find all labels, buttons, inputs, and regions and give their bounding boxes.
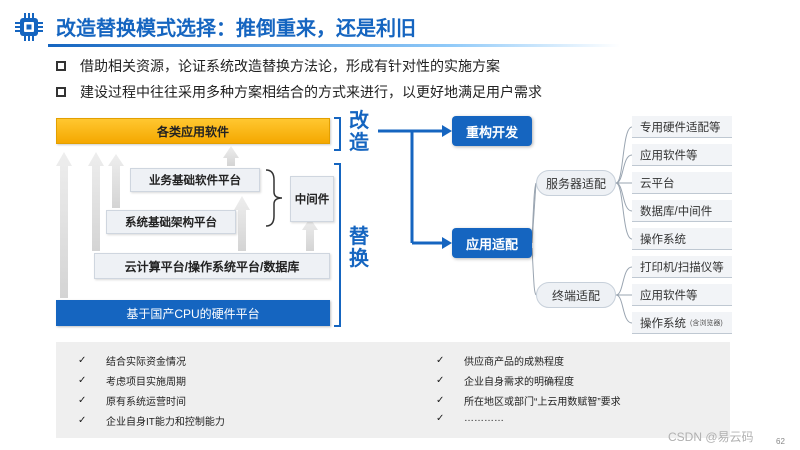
page-number: 62 bbox=[776, 437, 785, 446]
bullet-item: 建设过程中往往采用多种方案相结合的方式来进行，以更好地满足用户需求 bbox=[56, 82, 542, 102]
bullet-item: 借助相关资源，论证系统改造替换方法论，形成有针对性的实施方案 bbox=[56, 56, 500, 76]
factor-text: 考虑项目实施周期 bbox=[106, 377, 186, 388]
check-icon: ✓ bbox=[436, 395, 445, 406]
factor-text: 结合实际资金情况 bbox=[106, 357, 186, 368]
terminal-leaf-text: 操作系统 bbox=[640, 317, 686, 330]
factor-panel bbox=[56, 342, 730, 438]
rebuild-node: 重构开发 bbox=[452, 116, 532, 146]
cloud-os-db-layer: 云计算平台/操作系统平台/数据库 bbox=[94, 253, 330, 279]
factor-text: 企业自身需求的明确程度 bbox=[464, 377, 574, 388]
factor-text: ………… bbox=[464, 413, 504, 424]
transform-label: 改 造 bbox=[348, 110, 370, 154]
adapt-node: 应用适配 bbox=[452, 228, 532, 258]
factor-item: ✓ 所在地区或部门“上云用数赋智”要求 bbox=[436, 393, 621, 408]
check-icon: ✓ bbox=[78, 395, 87, 406]
factor-text: 企业自身IT能力和控制能力 bbox=[106, 417, 225, 428]
chip-icon bbox=[15, 13, 43, 41]
server-leaf: 云平台 bbox=[632, 172, 732, 194]
replace-label-char: 替 bbox=[349, 226, 369, 248]
check-icon: ✓ bbox=[78, 415, 87, 426]
factor-item: ✓ 考虑项目实施周期 bbox=[78, 373, 186, 388]
factor-item: ✓ 企业自身需求的明确程度 bbox=[436, 373, 574, 388]
server-leaf: 操作系统 bbox=[632, 228, 732, 250]
bullet-text: 借助相关资源，论证系统改造替换方法论，形成有针对性的实施方案 bbox=[80, 58, 500, 74]
factor-text: 原有系统运营时间 bbox=[106, 397, 186, 408]
factor-item: ✓ 企业自身IT能力和控制能力 bbox=[78, 413, 225, 428]
server-leaf: 应用软件等 bbox=[632, 144, 732, 166]
square-bullet-icon bbox=[56, 61, 66, 71]
factor-text: 所在地区或部门“上云用数赋智”要求 bbox=[464, 397, 621, 408]
server-adapt-node: 服务器适配 bbox=[536, 170, 616, 196]
terminal-leaf: 操作系统 (含浏览器) bbox=[632, 312, 732, 334]
transform-label-char: 造 bbox=[349, 132, 369, 154]
biz-platform-layer: 业务基础软件平台 bbox=[130, 168, 260, 192]
check-icon: ✓ bbox=[436, 355, 445, 366]
sys-arch-layer: 系统基础架构平台 bbox=[106, 210, 236, 234]
middleware-layer: 中间件 bbox=[290, 176, 334, 222]
terminal-leaf: 应用软件等 bbox=[632, 284, 732, 306]
app-software-layer: 各类应用软件 bbox=[56, 118, 330, 144]
check-icon: ✓ bbox=[78, 355, 87, 366]
factor-item: ✓ ………… bbox=[436, 413, 504, 424]
replace-label: 替 换 bbox=[348, 226, 370, 270]
terminal-adapt-node: 终端适配 bbox=[536, 282, 616, 308]
factor-item: ✓ 供应商产品的成熟程度 bbox=[436, 353, 564, 368]
terminal-leaf-note: (含浏览器) bbox=[690, 319, 723, 327]
check-icon: ✓ bbox=[78, 375, 87, 386]
check-icon: ✓ bbox=[436, 375, 445, 386]
factor-text: 供应商产品的成熟程度 bbox=[464, 357, 564, 368]
hardware-layer: 基于国产CPU的硬件平台 bbox=[56, 300, 330, 326]
bullet-text: 建设过程中往往采用多种方案相结合的方式来进行，以更好地满足用户需求 bbox=[80, 84, 542, 100]
factor-item: ✓ 结合实际资金情况 bbox=[78, 353, 186, 368]
watermark: CSDN @易云码 bbox=[668, 430, 754, 444]
server-leaf: 数据库/中间件 bbox=[632, 200, 732, 222]
check-icon: ✓ bbox=[436, 413, 445, 424]
terminal-leaf: 打印机/扫描仪等 bbox=[632, 256, 732, 278]
page-title: 改造替换模式选择：推倒重来，还是利旧 bbox=[56, 18, 416, 40]
square-bullet-icon bbox=[56, 87, 66, 97]
replace-label-char: 换 bbox=[349, 248, 369, 270]
transform-label-char: 改 bbox=[349, 110, 369, 132]
factor-item: ✓ 原有系统运营时间 bbox=[78, 393, 186, 408]
server-leaf: 专用硬件适配等 bbox=[632, 116, 732, 138]
title-underline bbox=[48, 44, 620, 47]
